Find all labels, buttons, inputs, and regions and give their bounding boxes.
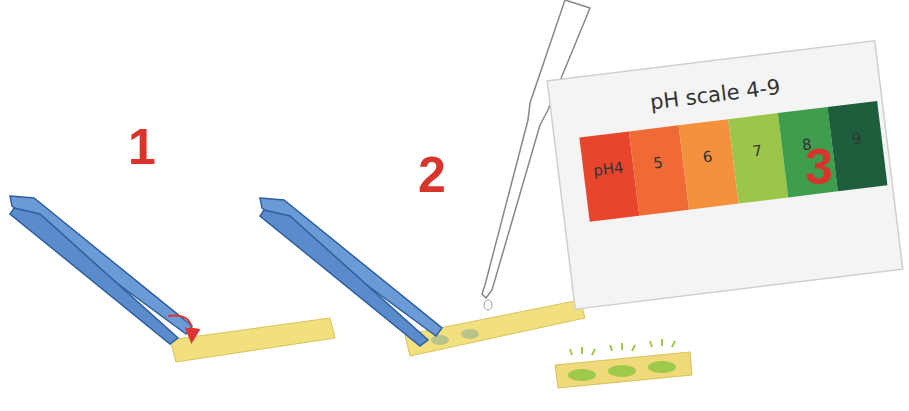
step-number: 2 (418, 150, 446, 200)
ph-value: 5 (632, 151, 684, 175)
tweezers-arm (10, 208, 178, 344)
ph-value: 7 (731, 139, 783, 163)
wet-spot (461, 329, 479, 339)
ph-value: pH4 (583, 157, 635, 181)
ph-strip (170, 318, 335, 362)
fold-arrow (168, 315, 192, 336)
color-spot (568, 369, 596, 381)
color-spot (608, 365, 636, 377)
ph-value: 6 (682, 145, 734, 169)
glow-dashes (570, 339, 675, 355)
ph-value: 9 (831, 127, 883, 151)
ph-value: 8 (781, 133, 833, 157)
ph-scale-card: pH scale 4-9 pH456789 (547, 41, 903, 310)
ph-card (547, 41, 903, 310)
wet-spot (431, 335, 449, 345)
ph-strip (555, 352, 692, 388)
color-spot (648, 361, 676, 373)
drop (484, 300, 492, 310)
card-title: pH scale 4-9 (550, 63, 880, 127)
tweezers-arm (260, 210, 428, 346)
step-number: 1 (128, 122, 156, 172)
